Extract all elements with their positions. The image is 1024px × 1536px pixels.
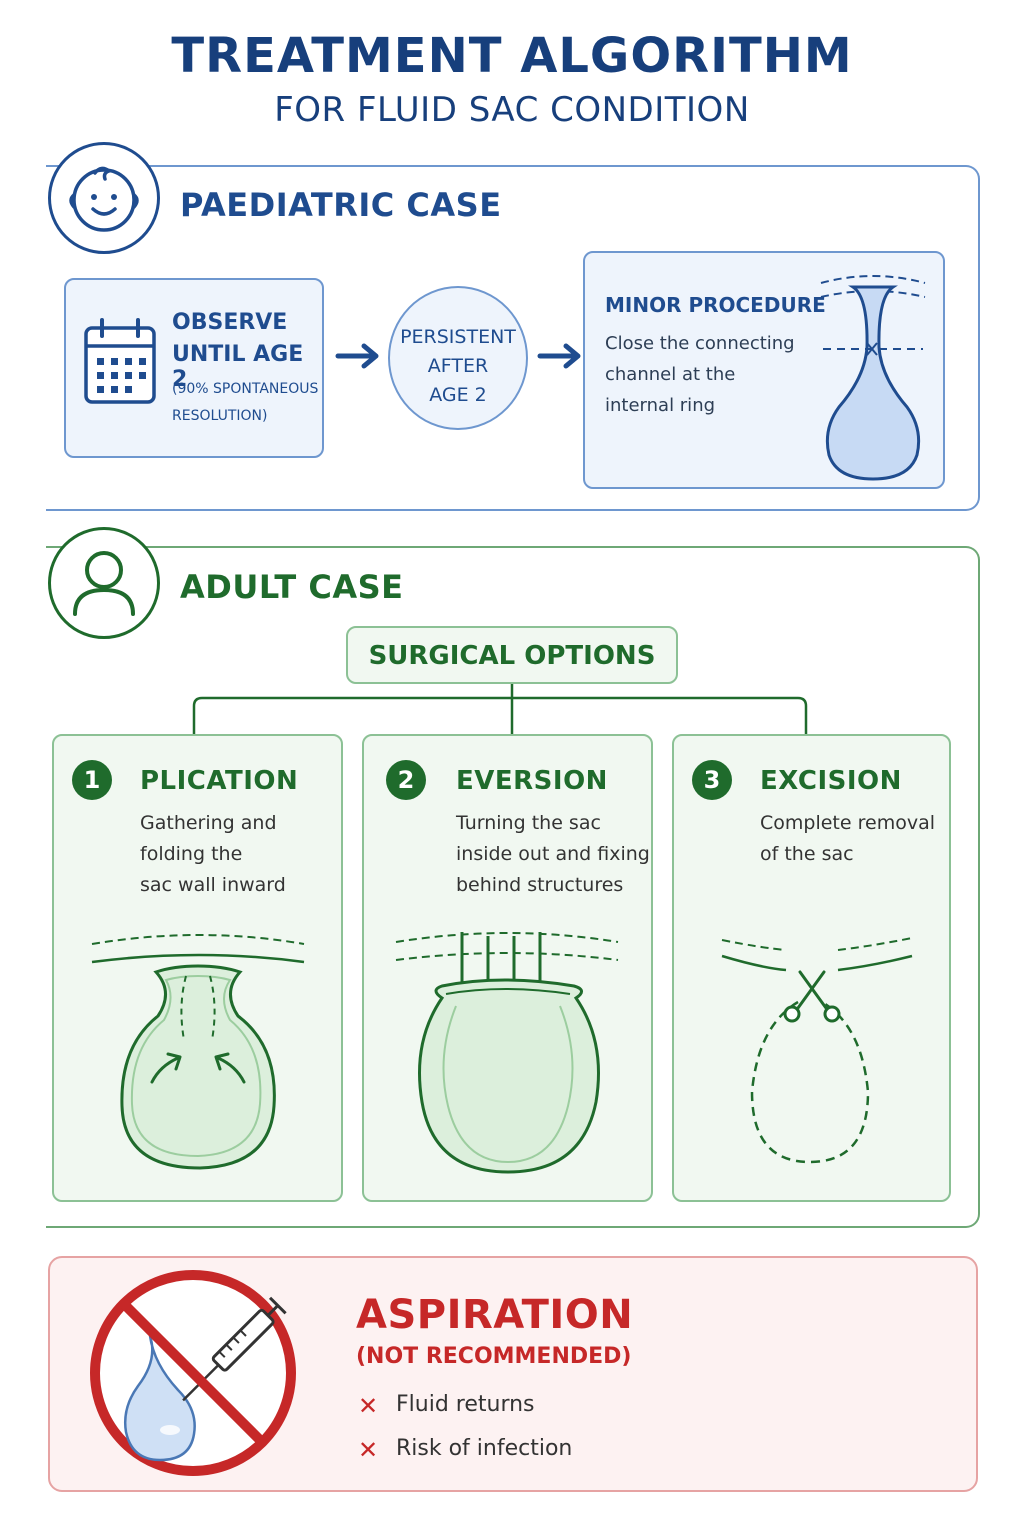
page-title: TREATMENT ALGORITHM — [171, 28, 853, 84]
option-desc-line1: Complete removal — [760, 812, 935, 834]
adult-title: ADULT CASE — [180, 568, 404, 606]
procedure-line3: internal ring — [605, 395, 716, 416]
persistent-line3: AGE 2 — [429, 384, 487, 406]
option-title: EXCISION — [760, 766, 902, 796]
scissors-icon — [783, 970, 841, 1023]
observe-line1: OBSERVE — [172, 310, 288, 335]
procedure-line2: channel at the — [605, 364, 736, 385]
paediatric-panel — [46, 165, 980, 511]
persistent-circle: PERSISTENT AFTER AGE 2 — [388, 286, 528, 430]
paediatric-title: PAEDIATRIC CASE — [180, 186, 502, 224]
eversion-sac-icon — [395, 932, 619, 1174]
surgical-options-label: SURGICAL OPTIONS — [368, 641, 656, 671]
aspiration-item: Risk of infection — [396, 1436, 573, 1461]
closed-channel-sac-icon — [820, 275, 926, 481]
page-subtitle: FOR FLUID SAC CONDITION — [274, 90, 750, 130]
procedure-line1: Close the connecting — [605, 333, 795, 354]
option-number: 2 — [386, 760, 426, 800]
persistent-line1: PERSISTENT — [400, 326, 516, 348]
option-eversion-card: 2 EVERSION Turning the sac inside out an… — [362, 734, 653, 1202]
baby-face-icon — [69, 166, 139, 232]
option-desc-line1: Gathering and — [140, 812, 277, 834]
observe-note2: RESOLUTION) — [172, 408, 268, 424]
calendar-icon — [84, 318, 156, 404]
adult-panel — [46, 546, 980, 1228]
aspiration-subtitle: (NOT RECOMMENDED) — [356, 1344, 632, 1369]
option-title: PLICATION — [140, 766, 299, 796]
option-desc-line2: of the sac — [760, 843, 854, 865]
observe-line2: UNTIL AGE 2 — [172, 342, 304, 392]
adult-panel-edge — [46, 1226, 86, 1228]
observe-note1: (90% SPONTANEOUS — [172, 381, 319, 397]
option-title: EVERSION — [456, 766, 608, 796]
minor-procedure-box: MINOR PROCEDURE Close the connecting cha… — [583, 251, 945, 489]
option-number: 3 — [692, 760, 732, 800]
aspiration-item: Fluid returns — [396, 1392, 535, 1417]
cross-icon: ✕ — [358, 1392, 379, 1420]
person-icon — [73, 551, 135, 616]
option-number: 1 — [72, 760, 112, 800]
option-desc-line3: behind structures — [456, 874, 624, 896]
no-syringe-icon — [90, 1270, 296, 1476]
plication-sac-icon — [91, 934, 305, 1170]
option-desc-line3: sac wall inward — [140, 874, 286, 896]
option-desc-line2: folding the — [140, 843, 243, 865]
baby-face-avatar — [48, 142, 160, 254]
option-desc-line1: Turning the sac — [456, 812, 601, 834]
option-desc-line2: inside out and fixing — [456, 843, 650, 865]
excision-sac-icon — [721, 937, 913, 1164]
paediatric-panel-edge — [46, 509, 86, 511]
person-avatar — [48, 527, 160, 639]
options-connector — [192, 684, 808, 734]
option-excision-card: 3 EXCISION Complete removal of the sac — [672, 734, 951, 1202]
arrow-right-icon — [537, 343, 581, 369]
procedure-title: MINOR PROCEDURE — [605, 293, 826, 317]
aspiration-title: ASPIRATION — [356, 1292, 634, 1338]
persistent-line2: AFTER — [427, 355, 489, 377]
option-plication-card: 1 PLICATION Gathering and folding the sa… — [52, 734, 343, 1202]
surgical-options-box: SURGICAL OPTIONS — [346, 626, 678, 684]
arrow-right-icon — [335, 343, 379, 369]
observe-box: OBSERVE UNTIL AGE 2 (90% SPONTANEOUS RES… — [64, 278, 324, 458]
cross-icon: ✕ — [358, 1436, 379, 1464]
